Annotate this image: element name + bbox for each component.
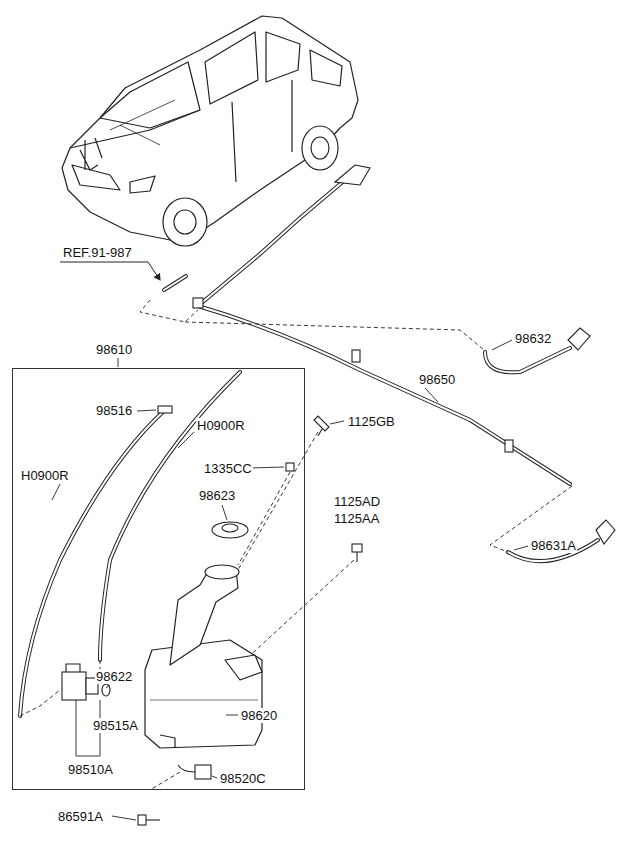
callout-number: 98620 [240,708,278,723]
callout-number: 1125AD [333,494,381,509]
callout-number: 98520C [219,771,267,786]
callout-number: H0900R [20,468,70,483]
callout-number: 1125AA [333,511,380,526]
assembly-group-box: 98610 [12,368,305,790]
callout-number: 98516 [95,403,133,418]
callout-number: 98622 [95,669,133,684]
callout-number: 86591A [57,809,104,824]
reference-label: REF.91-987 [62,245,133,260]
callout-number: 98610 [95,342,133,357]
callout-number: 98510A [67,762,114,777]
callout-number: H0900R [196,418,246,433]
callout-number: 98515A [92,718,139,733]
callout-number: 1125GB [347,414,396,429]
vehicle-drawing [62,16,358,246]
hose [20,180,598,716]
callout-number: 1335CC [203,461,253,476]
callout-number: 98623 [198,488,236,503]
callout-number: 98632 [514,331,552,346]
callout-number: 98650 [418,372,456,387]
callout-number: 98631A [530,538,577,553]
